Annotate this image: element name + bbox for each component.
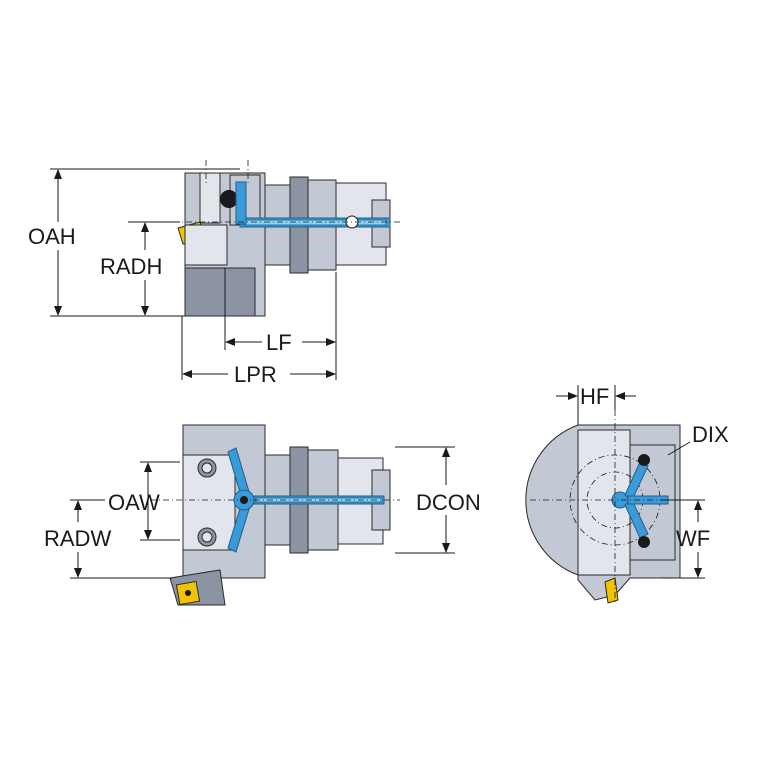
dcon-arrow-bottom — [442, 543, 450, 553]
coolant-riser — [235, 181, 247, 225]
front-screw-upper — [638, 454, 650, 466]
label-wf: WF — [676, 526, 710, 551]
label-dix: DIX — [692, 422, 729, 447]
lpr-arrow-right — [326, 370, 336, 378]
radw-arrow-top — [74, 500, 82, 510]
bolt-upper-inner — [201, 462, 213, 474]
label-dcon: DCON — [416, 490, 481, 515]
lpr-arrow-left — [182, 370, 192, 378]
label-oaw: OAW — [108, 490, 160, 515]
wf-arrow-top — [694, 500, 702, 510]
head-lower — [184, 267, 256, 317]
front-screw-lower — [638, 536, 650, 548]
label-oah: OAH — [28, 224, 76, 249]
hf-arrow-right — [615, 392, 625, 400]
label-lf: LF — [266, 330, 292, 355]
lf-arrow-right — [326, 338, 336, 346]
label-hf: HF — [580, 384, 609, 409]
bolt-lower-inner — [201, 531, 213, 543]
oaw-arrow-bottom — [144, 530, 152, 540]
label-radh: RADH — [100, 254, 162, 279]
top-view: OAW RADW DCON — [44, 424, 481, 606]
clamp-block — [199, 172, 221, 224]
oaw-arrow-top — [144, 462, 152, 472]
insert-screw — [185, 590, 191, 596]
clamp-screw — [220, 190, 238, 208]
hf-arrow-left — [568, 392, 578, 400]
lf-arrow-left — [225, 338, 235, 346]
oah-arrow-top — [54, 169, 62, 179]
side-view: OAH RADH LF LPR — [28, 160, 400, 387]
insert-seat — [184, 224, 228, 266]
label-lpr: LPR — [234, 362, 277, 387]
dix-leader — [667, 441, 691, 456]
coolant-highlight — [243, 219, 387, 226]
wf-arrow-bottom — [694, 568, 702, 578]
radw-arrow-bottom — [74, 568, 82, 578]
label-radw: RADW — [44, 526, 111, 551]
radh-arrow-bottom — [141, 306, 149, 316]
radh-arrow-top — [141, 222, 149, 232]
front-view: HF DIX WF — [525, 384, 729, 605]
dcon-arrow-top — [442, 447, 450, 457]
oah-arrow-bottom — [54, 306, 62, 316]
